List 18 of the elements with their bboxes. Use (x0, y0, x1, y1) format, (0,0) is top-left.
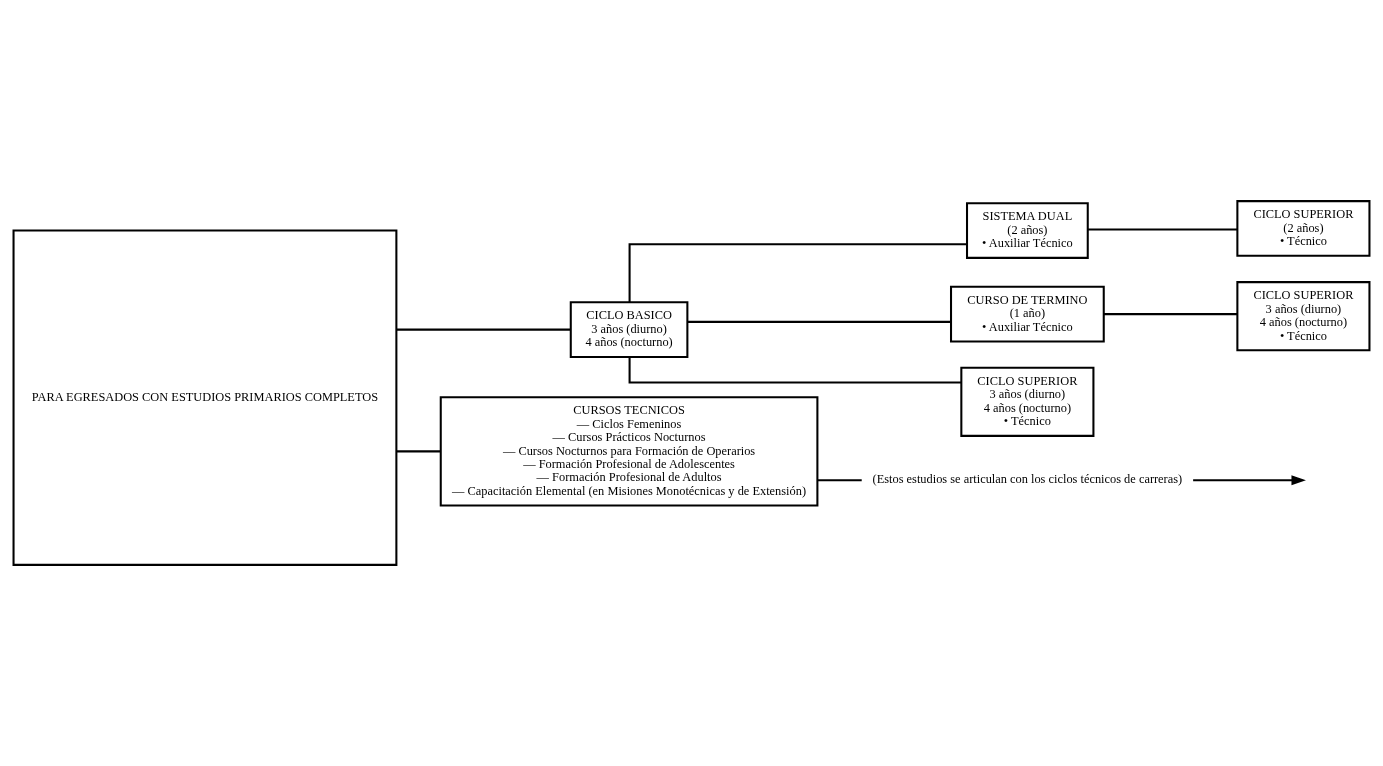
arrow (1193, 475, 1306, 486)
connector (396, 328, 571, 331)
node-box: CICLO SUPERIOR 3 años (diurno) 4 años (nocturno) • Técnico (960, 366, 1095, 437)
node-box: PARA EGRESADOS CON ESTUDIOS PRIMARIOS COMPLETOS (12, 229, 398, 566)
node-box: CURSOS TECNICOS — Ciclos Femeninos — Cursos Prácticos Nocturnos — Cursos Nocturnos para Formación de Operarios — Formación Profesional de Adolescentes — Formación Profesional de Adultos — Capacitación Elemental (en Misiones Monotécnicas y de Extensión) (439, 396, 819, 507)
connector (687, 320, 951, 323)
node-box: SISTEMA DUAL (2 años) • Auxiliar Técnico (966, 202, 1089, 259)
connector (628, 243, 967, 303)
connector (628, 357, 962, 384)
connector (1103, 313, 1238, 316)
node-box: CICLO BASICO 3 años (diurno) 4 años (nocturno) (569, 301, 689, 358)
node-box: CICLO SUPERIOR (2 años) • Técnico (1236, 200, 1371, 257)
connector (1087, 228, 1238, 231)
connector (817, 479, 862, 482)
node-text: (Estos estudios se articulan con los ciclos técnicos de carreras) (872, 472, 1183, 487)
node-box: CURSO DE TERMINO (1 año) • Auxiliar Técnico (950, 285, 1105, 343)
node-box: CICLO SUPERIOR 3 años (diurno) 4 años (nocturno) • Técnico (1236, 281, 1371, 352)
connector (396, 450, 441, 453)
